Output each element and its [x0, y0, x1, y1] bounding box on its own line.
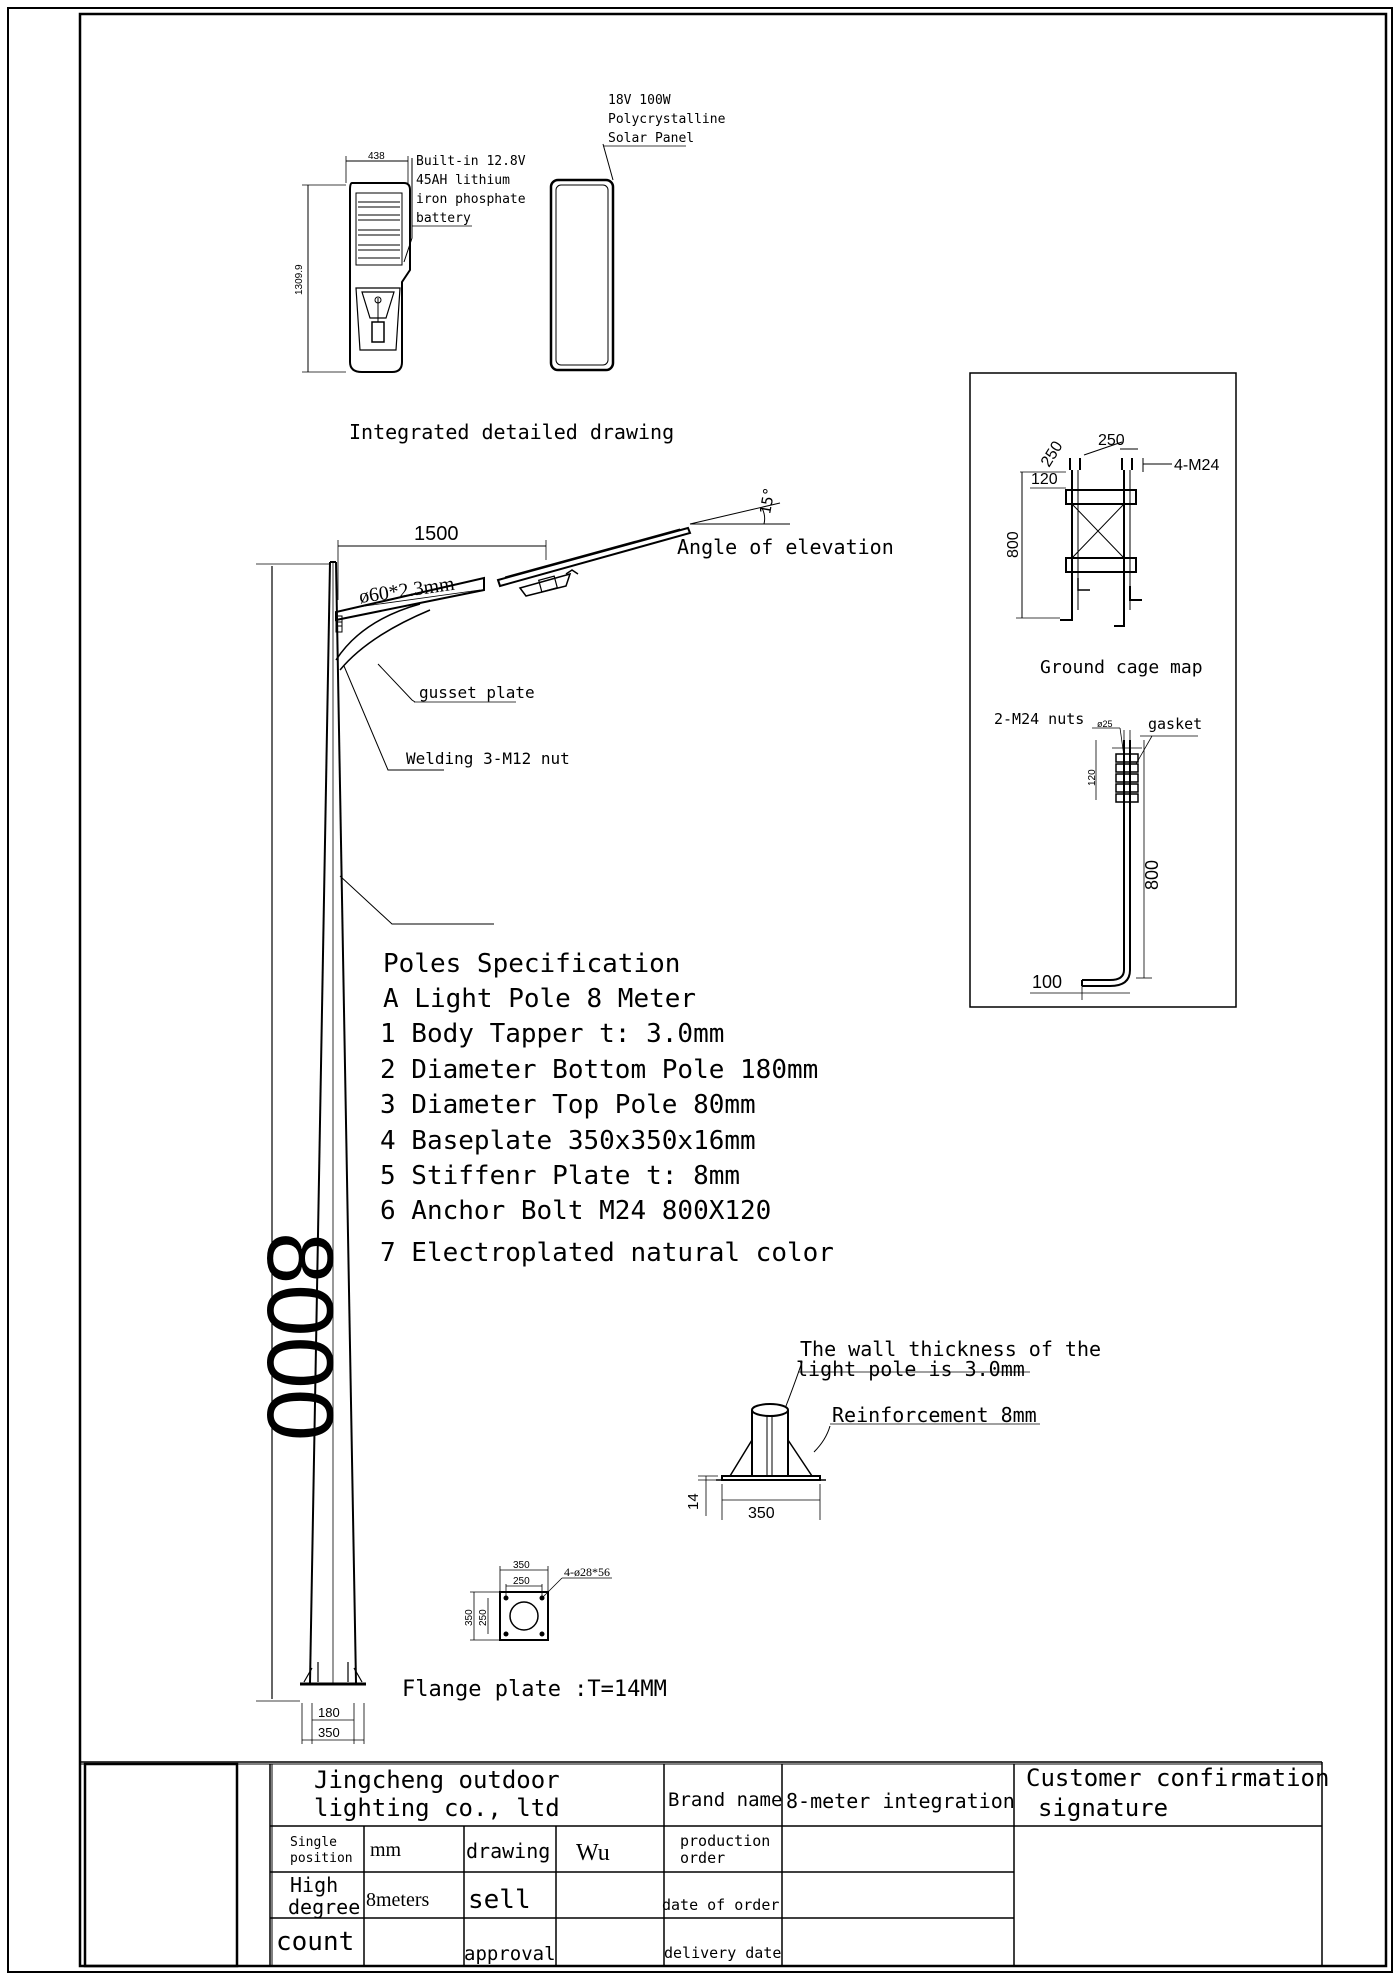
- cage-bolt-label: 4-M24: [1174, 457, 1219, 474]
- approval-label: approval: [464, 1943, 556, 1965]
- base-thickness-dim: 14: [685, 1493, 702, 1510]
- spec-line-5: 4 Baseplate 350x350x16mm: [380, 1126, 756, 1156]
- pole-drawing: 8000 180 350 15° Angle of elevation: [248, 486, 894, 1744]
- spec-line-3: 2 Diameter Bottom Pole 180mm: [380, 1055, 818, 1085]
- spec-line-1: A Light Pole 8 Meter: [383, 984, 696, 1014]
- led-array: [358, 201, 400, 259]
- bolt-length-dim: 800: [1142, 860, 1162, 890]
- arm-length-dim: 1500: [414, 523, 459, 545]
- spec-title: Poles Specification: [383, 949, 680, 979]
- battery-label: Built-in 12.8V 45AH lithium iron phospha…: [416, 154, 533, 226]
- company-name: Jingcheng outdoor lighting co., ltd: [314, 1766, 574, 1822]
- outer-frame: [7, 7, 1393, 1973]
- cage-dim-a: 250: [1038, 438, 1067, 470]
- drawing-value: Wu: [576, 1840, 610, 1866]
- flange-outer-dim: 350: [513, 1560, 530, 1571]
- brand-name-value: 8-meter integration: [786, 1789, 1015, 1813]
- date-of-order-label: date of order: [662, 1896, 779, 1914]
- bolt-thread-dim: 120: [1087, 769, 1098, 786]
- flange-inner-dim: 250: [513, 1576, 530, 1587]
- elevation-angle: 15°: [756, 486, 778, 516]
- nut-diameter: ø25: [1097, 719, 1113, 729]
- base-detail: The wall thickness of the light pole is …: [685, 1337, 1113, 1522]
- unit-label: Single position: [290, 1835, 353, 1866]
- cage-dim-c: 120: [1031, 471, 1058, 488]
- elevation-label: Angle of elevation: [677, 535, 894, 559]
- spec-line-8: 7 Electroplated natural color: [380, 1238, 834, 1268]
- unit-value: mm: [370, 1839, 402, 1861]
- cage-caption: Ground cage map: [1040, 657, 1203, 678]
- hook-dim: 100: [1032, 972, 1062, 992]
- flange-caption: Flange plate :T=14MM: [402, 1677, 667, 1702]
- integrated-light-drawing: 438 1309.9 Built-in 12.8V 45AH lithium i…: [294, 93, 733, 444]
- base-outer-dim: 350: [318, 1725, 340, 1740]
- solar-panel-label: 18V 100W Polycrystalline Solar Panel: [608, 93, 733, 146]
- spec-line-2: 1 Body Tapper t: 3.0mm: [380, 1019, 724, 1049]
- arm-tube-label: ø60*2.3mm: [358, 573, 457, 608]
- integrated-caption: Integrated detailed drawing: [349, 420, 674, 444]
- wall-thickness-label: The wall thickness of the light pole is …: [796, 1337, 1113, 1381]
- light-width-dim: 438: [368, 151, 385, 162]
- nuts: [1115, 753, 1139, 803]
- title-block: Jingcheng outdoor lighting co., ltd Bran…: [80, 1761, 1344, 1968]
- flange-plate-drawing: 350 250 350 250 4-ø28*56 Flange plate :T…: [402, 1560, 667, 1702]
- customer-signature-label: Customer confirmation signature: [1026, 1764, 1344, 1822]
- reinforcement-label: Reinforcement 8mm: [832, 1403, 1037, 1427]
- weld-label: Welding 3-M12 nut: [406, 749, 570, 768]
- gasket-label: gasket: [1148, 715, 1202, 733]
- height-label: High degree: [288, 1873, 360, 1919]
- ground-cage-panel: 250 250 4-M24 120 800 Ground cage map 12…: [969, 372, 1237, 1008]
- cage-dim-b: 250: [1098, 432, 1125, 449]
- pole-specification: Poles Specification A Light Pole 8 Meter…: [380, 949, 834, 1268]
- base-width-dim: 350: [748, 1505, 775, 1522]
- inner-frame: [78, 12, 1388, 1968]
- drawing-label: drawing: [466, 1839, 550, 1863]
- delivery-date-label: delivery date: [664, 1944, 781, 1962]
- gusset-label: gusset plate: [419, 683, 535, 702]
- brand-name-label: Brand name: [668, 1789, 782, 1811]
- flange-side-inner-dim: 250: [478, 1609, 489, 1626]
- spec-line-7: 6 Anchor Bolt M24 800X120: [380, 1196, 771, 1226]
- pole-height-dim: 8000: [248, 1232, 353, 1441]
- sell-label: sell: [468, 1885, 531, 1915]
- height-value: 8meters: [366, 1889, 430, 1911]
- base-inner-dim: 180: [318, 1705, 340, 1720]
- light-height-dim: 1309.9: [294, 264, 305, 295]
- flange-side-outer-dim: 350: [464, 1609, 475, 1626]
- solar-panel: [549, 178, 615, 372]
- count-label: count: [276, 1927, 354, 1957]
- nuts-label: 2-M24 nuts: [994, 710, 1084, 728]
- cage-height-dim: 800: [1005, 531, 1022, 558]
- spec-line-4: 3 Diameter Top Pole 80mm: [380, 1090, 756, 1120]
- spec-line-6: 5 Stiffenr Plate t: 8mm: [380, 1161, 740, 1191]
- flange-holes-label: 4-ø28*56: [564, 1565, 610, 1579]
- production-order-label: production order: [680, 1832, 779, 1867]
